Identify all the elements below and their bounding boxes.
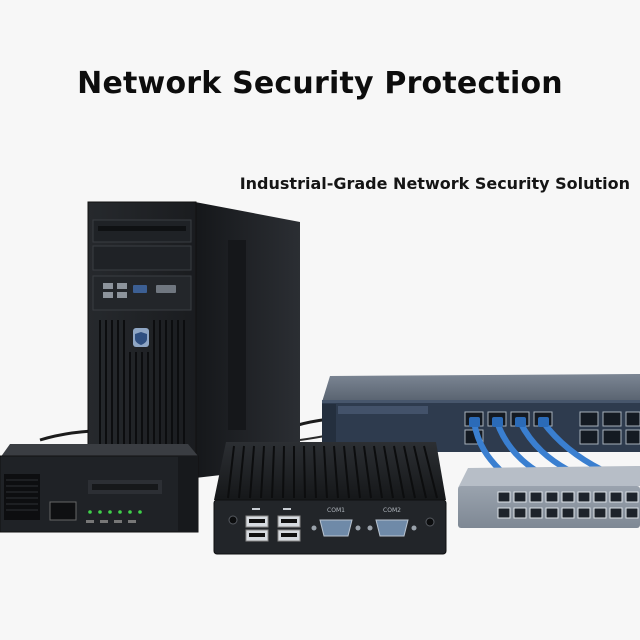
com1-label: COM1: [327, 507, 345, 514]
usb-icon: [252, 508, 291, 510]
serial-ports: [311, 519, 417, 537]
tower-front-grill: [99, 320, 185, 450]
compact-appliance: [0, 444, 199, 533]
com2-label: COM2: [383, 507, 401, 514]
desktop-switch: [458, 466, 640, 528]
page-title: Network Security Protection: [77, 66, 563, 101]
fanless-mini-pc: [213, 442, 447, 555]
page-subtitle: Industrial-Grade Network Security Soluti…: [239, 174, 630, 193]
tower-pc: [87, 201, 300, 479]
vent-grill: [4, 474, 40, 520]
shield-icon: [133, 328, 149, 347]
